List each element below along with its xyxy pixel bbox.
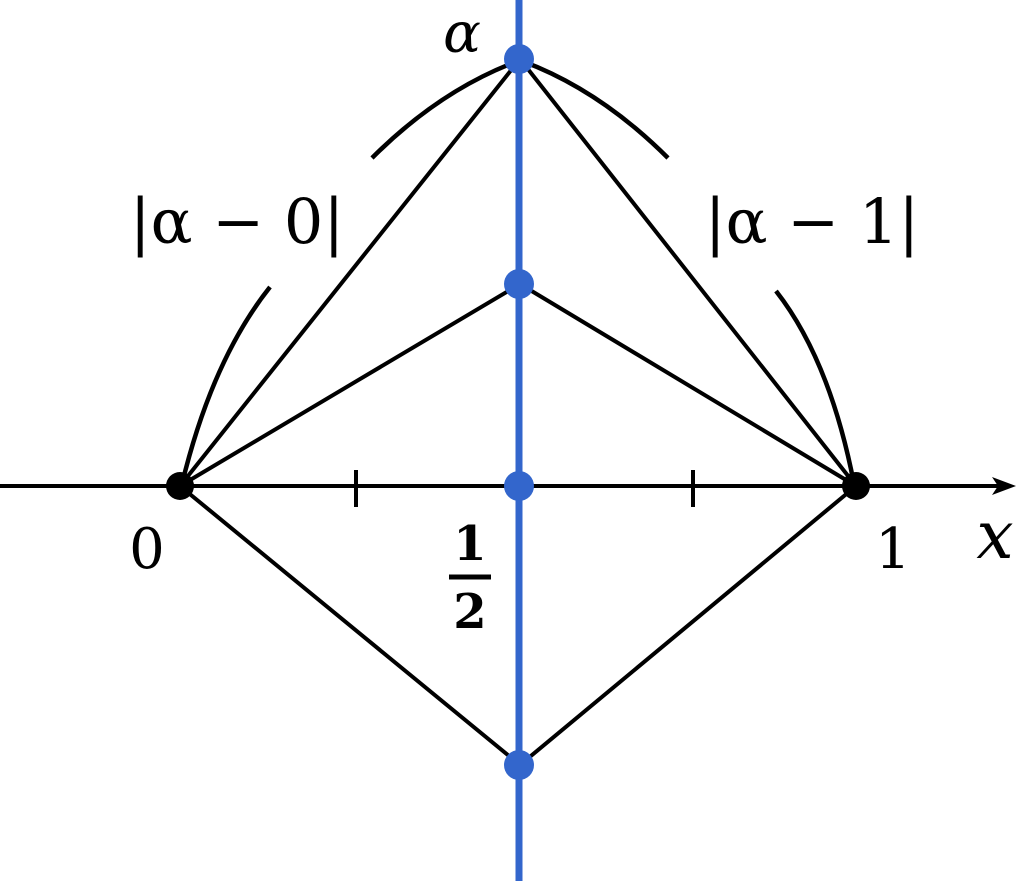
left-brace-lower [179, 285, 272, 485]
right-brace-lower [774, 289, 857, 485]
point-alpha [504, 44, 534, 74]
segment-alpha-to-1 [518, 57, 858, 488]
point-mid-upper [504, 269, 534, 299]
segment-mid-to-1 [518, 282, 858, 488]
alpha-label: α [443, 1, 481, 66]
point-half [504, 471, 534, 501]
x-axis-label: x [976, 497, 1013, 574]
right-brace-upper [521, 58, 670, 160]
segment-0-to-lower [178, 484, 522, 767]
origin-label: 0 [129, 517, 165, 582]
segment-0-to-alpha [178, 57, 522, 488]
point-zero [166, 472, 194, 500]
right-distance-label: |α − 1| [705, 185, 919, 258]
segment-lower-to-1 [518, 484, 858, 767]
one-label: 1 [875, 517, 911, 582]
half-numerator: 1 [453, 516, 486, 572]
point-lower [504, 750, 534, 780]
point-one [842, 472, 870, 500]
x-axis-arrowhead [992, 477, 1016, 495]
left-distance-label: |α − 0| [130, 185, 344, 258]
segment-0-to-mid [178, 282, 522, 488]
half-denominator: 2 [453, 584, 486, 640]
left-brace-upper [370, 58, 519, 160]
